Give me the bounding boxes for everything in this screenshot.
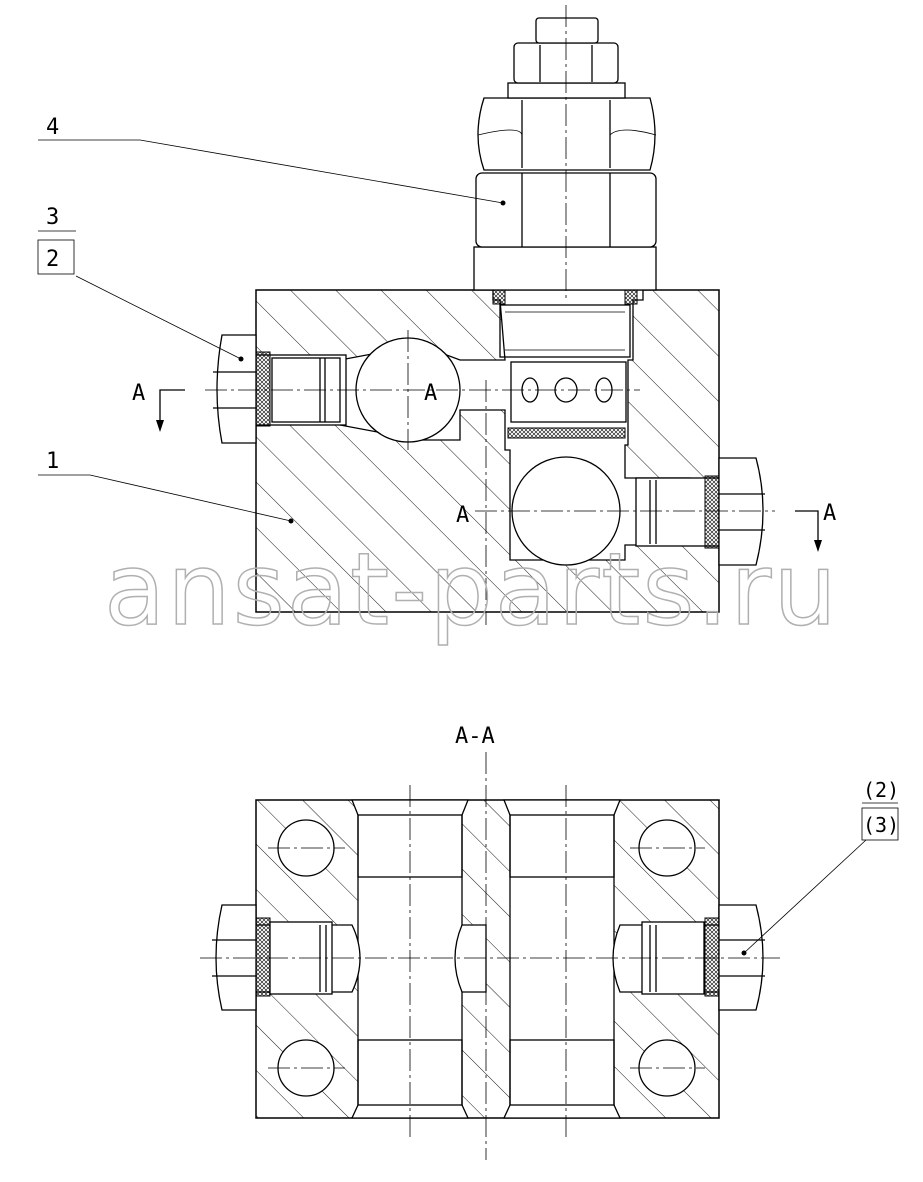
- relief-cartridge: [473, 17, 657, 291]
- sleeve-thread: [499, 304, 631, 358]
- label-part-2: 2: [46, 247, 59, 272]
- bore-right: [502, 799, 622, 1119]
- label-part-3: 3: [46, 205, 59, 230]
- top-view: A A A A 4 3 2 1: [37, 5, 836, 625]
- section-title: A-A: [455, 724, 495, 749]
- sleeve-body: [510, 361, 627, 423]
- right-plug: [635, 457, 765, 566]
- watermark-text: ansat-parts.ru: [104, 531, 839, 648]
- left-plug: [213, 334, 347, 444]
- section-marker-ball1: A: [424, 381, 437, 406]
- label-part-2-ref: (2): [863, 778, 899, 802]
- section-marker-ball2: A: [456, 503, 469, 528]
- section-marker-right: A: [823, 501, 836, 526]
- label-part-1: 1: [46, 449, 59, 474]
- label-part-3-ref: (3): [863, 813, 899, 837]
- seal-ring: [507, 427, 626, 439]
- section-view: A-A (2) (3): [200, 724, 899, 1160]
- section-marker-left: A: [132, 381, 145, 406]
- label-part-4: 4: [46, 115, 59, 140]
- valve-body: [255, 289, 720, 613]
